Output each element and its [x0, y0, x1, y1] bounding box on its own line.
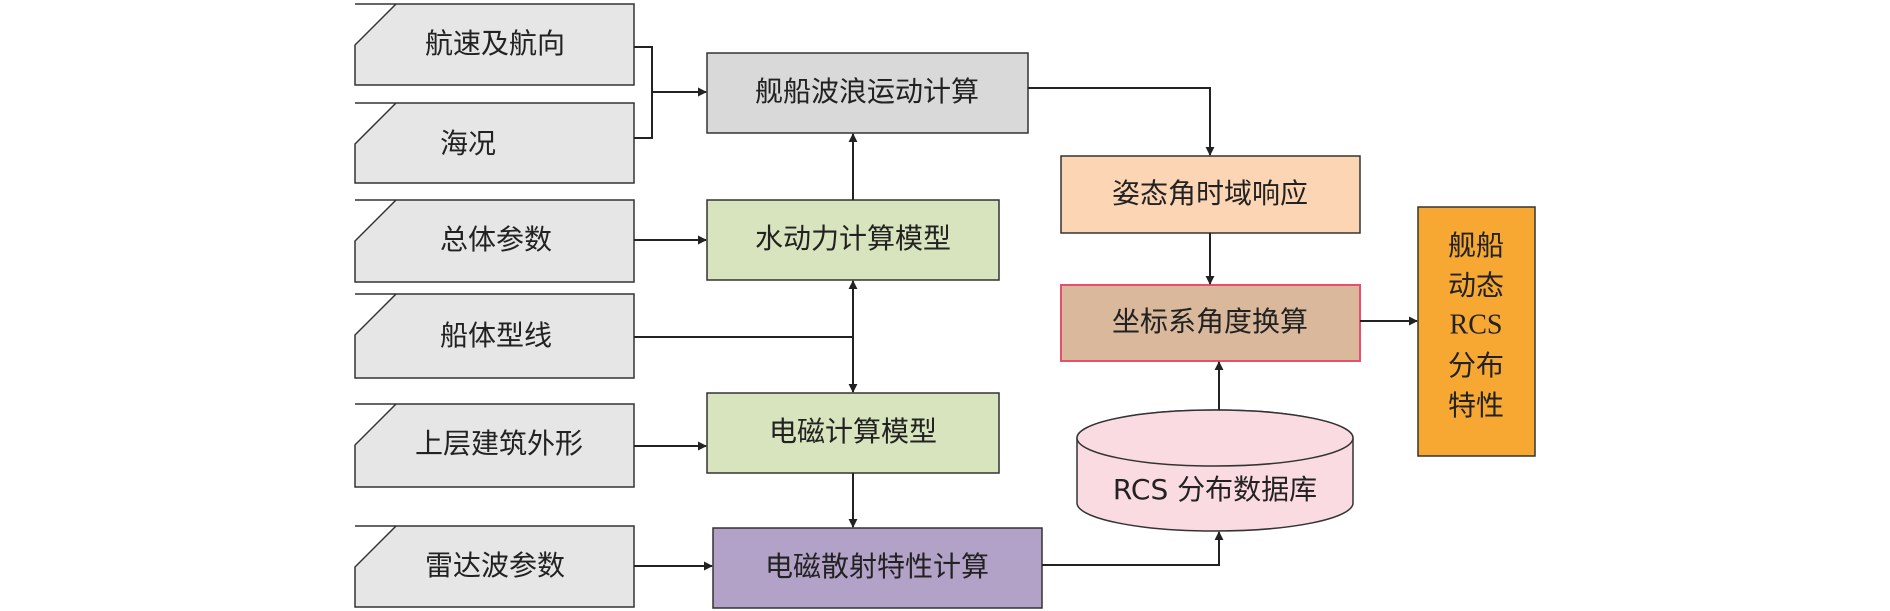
output-line-2: 动态: [1448, 269, 1504, 302]
input-overall-params: 总体参数: [354, 199, 635, 283]
process-label: 水动力计算模型: [755, 222, 951, 255]
process-coord-transform: 坐标系角度换算: [1060, 284, 1361, 362]
input-superstructure: 上层建筑外形: [354, 403, 635, 488]
process-label: 电磁散射特性计算: [765, 550, 989, 583]
input-label: 航速及航向: [425, 27, 565, 60]
output-line-1: 舰船: [1448, 229, 1504, 262]
output-line-4: 分布: [1448, 349, 1504, 382]
bracket-connector: [634, 46, 653, 139]
process-label: 姿态角时域响应: [1112, 177, 1308, 210]
process-ship-wave-motion: 舰船波浪运动计算: [706, 52, 1029, 134]
arrow-wave-motion-to-attitude: [1028, 87, 1215, 156]
process-box-shape: [706, 199, 1000, 281]
process-box-shape: [1060, 155, 1361, 234]
input-sea-state: 海况: [354, 102, 635, 184]
input-label: 雷达波参数: [425, 549, 565, 582]
output-line-5: 特性: [1448, 389, 1504, 422]
input-speed-heading: 航速及航向: [354, 3, 635, 86]
process-label: 舰船波浪运动计算: [755, 75, 979, 108]
input-box-shape: [354, 293, 635, 379]
process-box-shape: [1060, 284, 1361, 362]
input-label: 船体型线: [440, 319, 552, 352]
output-line-3: RCS: [1450, 309, 1503, 340]
input-radar-params: 雷达波参数: [354, 525, 635, 608]
process-box-shape: [712, 527, 1043, 609]
process-em-model: 电磁计算模型: [706, 392, 1000, 474]
input-box-shape: [354, 3, 635, 86]
arrow-scattering-to-database: [1042, 531, 1224, 566]
rcs-database: RCS 分布数据库: [1076, 409, 1354, 532]
input-box-shape: [354, 525, 635, 608]
input-label: 海况: [440, 127, 496, 160]
process-hydro-model: 水动力计算模型: [706, 199, 1000, 281]
input-hull-lines: 船体型线: [354, 293, 635, 379]
process-attitude-response: 姿态角时域响应: [1060, 155, 1361, 234]
database-cylinder-top: [1076, 409, 1354, 467]
database-label: RCS 分布数据库: [1113, 473, 1317, 506]
input-box-shape: [354, 102, 635, 184]
input-label: 上层建筑外形: [415, 427, 583, 460]
input-box-shape: [354, 403, 635, 488]
input-label: 总体参数: [440, 223, 552, 256]
process-box-shape: [706, 52, 1029, 134]
output-rcs-characteristics: 舰船 动态 RCS 分布 特性: [1417, 206, 1536, 457]
process-label: 电磁计算模型: [769, 415, 937, 448]
output-box-shape: [1417, 206, 1536, 457]
process-em-scattering: 电磁散射特性计算: [712, 527, 1043, 609]
input-box-shape: [354, 199, 635, 283]
process-label: 坐标系角度换算: [1112, 305, 1308, 338]
